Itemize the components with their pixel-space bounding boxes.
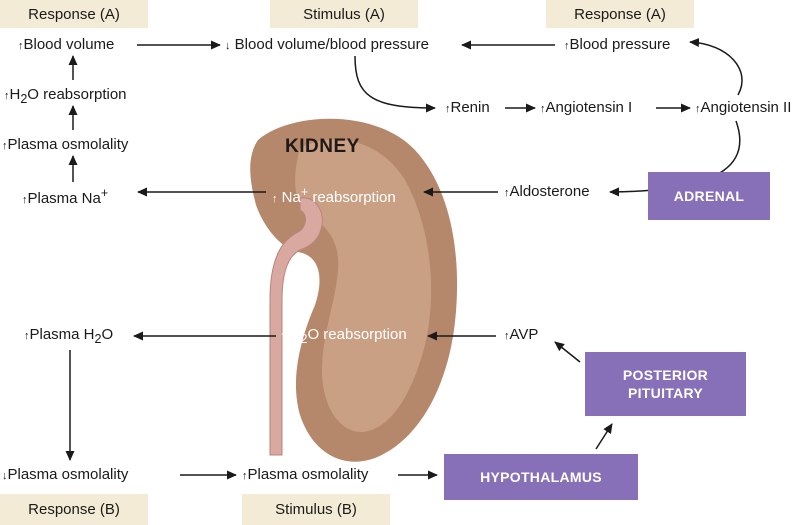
ureter [269,197,323,456]
up-arrow-icon: ↑ [18,40,24,52]
blood-volume-label: ↑Blood volume [18,36,115,53]
hypothalamus-box: HYPOTHALAMUS [444,454,638,500]
na-reabsorption-label: ↑ Na+ reabsorption [272,185,396,206]
aldosterone-label: ↑Aldosterone [504,183,590,200]
down-arrow-icon: ↓ [225,40,231,52]
plasma-na-label: ↑Plasma Na+ [22,186,109,207]
kidney-illustration [250,118,458,462]
up-arrow-icon: ↑ [4,90,10,102]
angiotensin-2-label: ↑Angiotensin II [695,99,792,116]
up-arrow-icon: ↑ [504,187,510,199]
arrow-angiotensin2-to-blood-pressure [689,37,743,96]
header-stimulus-b: Stimulus (B) [242,494,390,525]
up-arrow-icon: ↑ [2,140,8,152]
angiotensin-1-label: ↑Angiotensin I [540,99,633,116]
up-arrow-icon: ↑ [695,103,701,115]
h2o-reabsorption-kidney-label: ↑ H2O reabsorption [280,326,407,346]
up-arrow-icon: ↑ [22,194,28,206]
header-response-b: Response (B) [0,494,148,525]
up-arrow-icon: ↑ [242,470,248,482]
up-arrow-icon: ↑ [445,103,451,115]
down-arrow-icon: ↓ [2,470,8,482]
adrenal-box: ADRENAL [648,172,770,220]
up-arrow-icon: ↑ [540,103,546,115]
blood-pressure-label: ↑Blood pressure [564,36,671,53]
header-response-a-left: Response (A) [0,0,148,28]
up-arrow-icon: ↑ [24,330,30,342]
renin-label: ↑Renin [445,99,490,116]
plasma-h2o-label: ↑Plasma H2O [24,326,114,346]
arrow-bv-pressure-to-renin [354,55,436,113]
up-arrow-icon: ↑ [280,330,286,342]
plasma-osmolality-up-label: ↑Plasma osmolality [2,136,129,153]
kidney-inner [295,139,432,433]
up-arrow-icon: ↑ [272,193,278,205]
h2o-reabsorption-left-label: ↑H2O reabsorption [4,86,127,106]
blood-volume-pressure-label: ↓ Blood volume/blood pressure [225,36,429,53]
arrow-pituitary-to-avp [554,341,581,363]
plasma-osmolality-up-b-label: ↑Plasma osmolality [242,466,369,483]
header-response-a-right: Response (A) [546,0,694,28]
arrow-hypothalamus-to-pituitary [595,423,613,450]
header-stimulus-a: Stimulus (A) [270,0,418,28]
posterior-pituitary-box: POSTERIOR PITUITARY [585,352,746,416]
avp-label: ↑AVP [504,326,539,343]
kidney-label: KIDNEY [285,136,360,157]
plasma-osmolality-down-label: ↓Plasma osmolality [2,466,129,483]
up-arrow-icon: ↑ [504,330,510,342]
up-arrow-icon: ↑ [564,40,570,52]
